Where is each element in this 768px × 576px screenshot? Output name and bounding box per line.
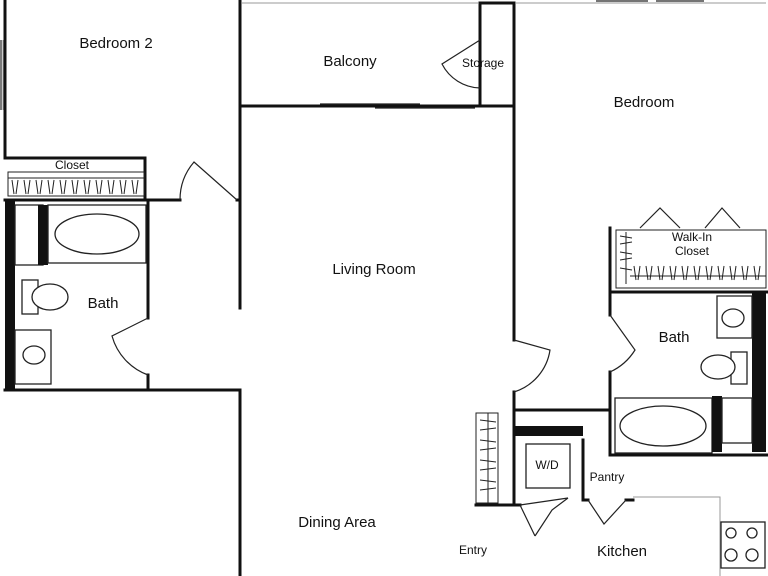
balcony-label: Balcony <box>323 53 377 70</box>
wd-closet <box>514 426 583 489</box>
bath-left-fixtures <box>5 200 147 390</box>
closet-shelving <box>7 171 767 504</box>
dining-area-label: Dining Area <box>298 514 376 531</box>
walk-in-closet-label-1: Walk-In <box>672 230 712 244</box>
walk-in-closet-label-2: Closet <box>675 244 710 258</box>
stove <box>720 521 766 569</box>
storage-label: Storage <box>462 56 504 70</box>
entry-label: Entry <box>459 543 487 557</box>
bath-right-fixtures <box>614 292 766 454</box>
pantry-label: Pantry <box>590 470 625 484</box>
bedroom-label: Bedroom <box>614 94 675 111</box>
closet-label: Closet <box>55 158 90 172</box>
bedroom2-label: Bedroom 2 <box>79 35 152 52</box>
wd-label: W/D <box>535 458 559 472</box>
walls <box>3 0 768 576</box>
door-swings <box>111 39 741 537</box>
bath-right-label: Bath <box>659 329 690 346</box>
bath-left-label: Bath <box>88 295 119 312</box>
kitchen-label: Kitchen <box>597 543 647 560</box>
living-room-label: Living Room <box>332 261 415 278</box>
